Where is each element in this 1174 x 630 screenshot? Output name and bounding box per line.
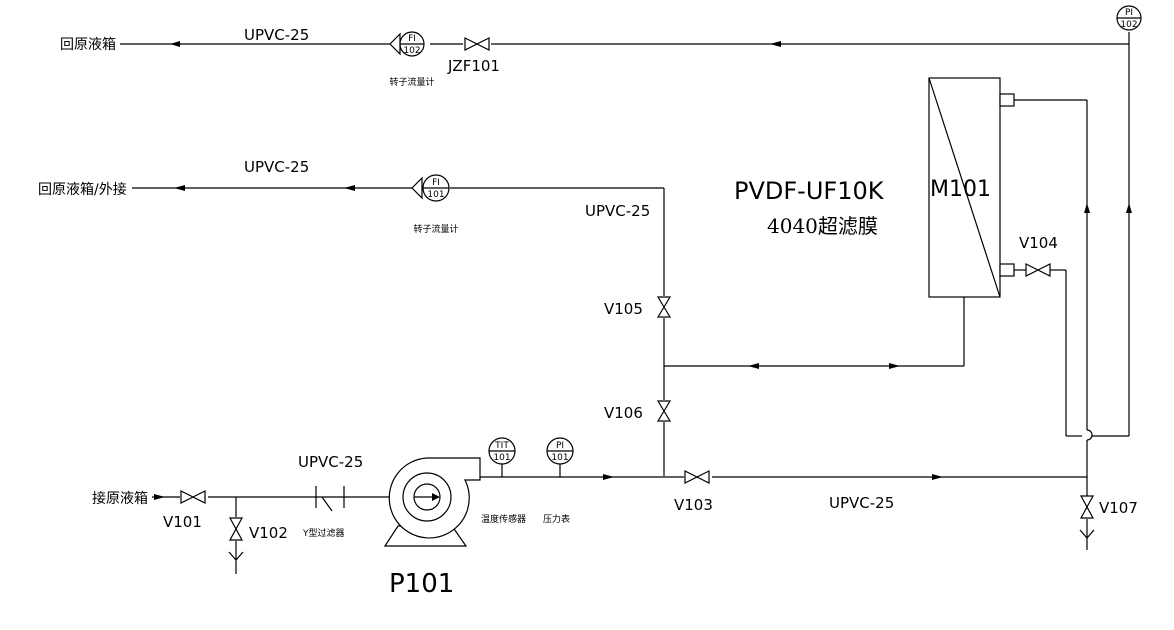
pipe-spec-top-label: UPVC-25 xyxy=(244,26,309,44)
rotameter-mid-label: 转子流量计 xyxy=(413,223,458,235)
y-strainer-label: Y型过滤器 xyxy=(302,527,345,539)
pipe-spec-vertical-label: UPVC-25 xyxy=(585,202,650,220)
discharge-line xyxy=(480,464,1087,480)
permeate-line xyxy=(1014,99,1129,478)
flow-indicator-fi101 xyxy=(411,174,450,202)
valve-v102-icon xyxy=(228,517,244,541)
feed-tank-label: 接原液箱 xyxy=(92,490,148,507)
return-tank-mid-label: 回原液箱/外接 xyxy=(38,181,127,198)
pipe-spec-mid-label: UPVC-25 xyxy=(244,158,309,176)
top-return-line xyxy=(120,32,1132,436)
drain-v107-icon xyxy=(1079,529,1095,550)
valve-v105-icon xyxy=(656,296,672,318)
valve-v101-icon xyxy=(180,490,206,504)
pressure-indicator-pi101 xyxy=(546,437,574,465)
fi101-tag-top: FI xyxy=(432,178,440,188)
fi102-tag-top: FI xyxy=(408,34,416,44)
concentrate-line xyxy=(664,297,965,369)
tit101-tag-bottom: 101 xyxy=(493,453,510,463)
return-tank-top-label: 回原液箱 xyxy=(60,37,116,53)
valve-v103-icon xyxy=(684,470,710,484)
valve-v103-label: V103 xyxy=(674,496,713,514)
membrane-m101 xyxy=(928,77,1015,298)
v104-line xyxy=(1014,269,1067,436)
fi102-tag-bottom: 102 xyxy=(403,46,420,56)
valve-v104-icon xyxy=(1025,263,1051,277)
drain-v102-icon xyxy=(228,551,244,574)
pipe-spec-bottom-label: UPVC-25 xyxy=(829,494,894,512)
pi101-tag-bottom: 101 xyxy=(551,453,568,463)
valve-jzf101-label: JZF101 xyxy=(447,57,500,75)
pump-p101 xyxy=(383,457,481,547)
pi102-tag-top: PI xyxy=(1125,8,1133,18)
valve-v105-label: V105 xyxy=(604,300,643,318)
valve-v106-label: V106 xyxy=(604,404,643,422)
valve-v107-label: V107 xyxy=(1099,499,1138,517)
middle-return-line xyxy=(132,185,665,476)
pump-tag-label: P101 xyxy=(389,569,454,599)
tit101-tag-top: TIT xyxy=(494,441,509,451)
rotameter-top-label: 转子流量计 xyxy=(389,76,434,88)
valve-v106-icon xyxy=(656,400,672,422)
pipe-spec-pump-label: UPVC-25 xyxy=(298,453,363,471)
temperature-transmitter-tit101 xyxy=(488,437,516,465)
temp-sensor-label: 温度传感器 xyxy=(481,513,526,525)
valve-v102-label: V102 xyxy=(249,524,288,542)
valve-jzf101-icon xyxy=(464,37,490,51)
membrane-desc-label: 4040超滤膜 xyxy=(767,214,878,238)
pi102-tag-bottom: 102 xyxy=(1120,20,1137,30)
y-strainer-icon xyxy=(315,486,345,512)
membrane-tag-label: M101 xyxy=(930,177,991,202)
valve-v104-label: V104 xyxy=(1019,234,1058,252)
pressure-indicator-pi102 xyxy=(1116,5,1142,31)
flow-indicator-fi102 xyxy=(389,31,425,57)
fi101-tag-bottom: 101 xyxy=(427,190,444,200)
valve-v101-label: V101 xyxy=(163,513,202,531)
membrane-model-label: PVDF-UF10K xyxy=(734,177,885,205)
pressure-gauge-label: 压力表 xyxy=(543,513,570,525)
pi101-tag-top: PI xyxy=(556,441,564,451)
valve-v107-icon xyxy=(1079,495,1095,519)
